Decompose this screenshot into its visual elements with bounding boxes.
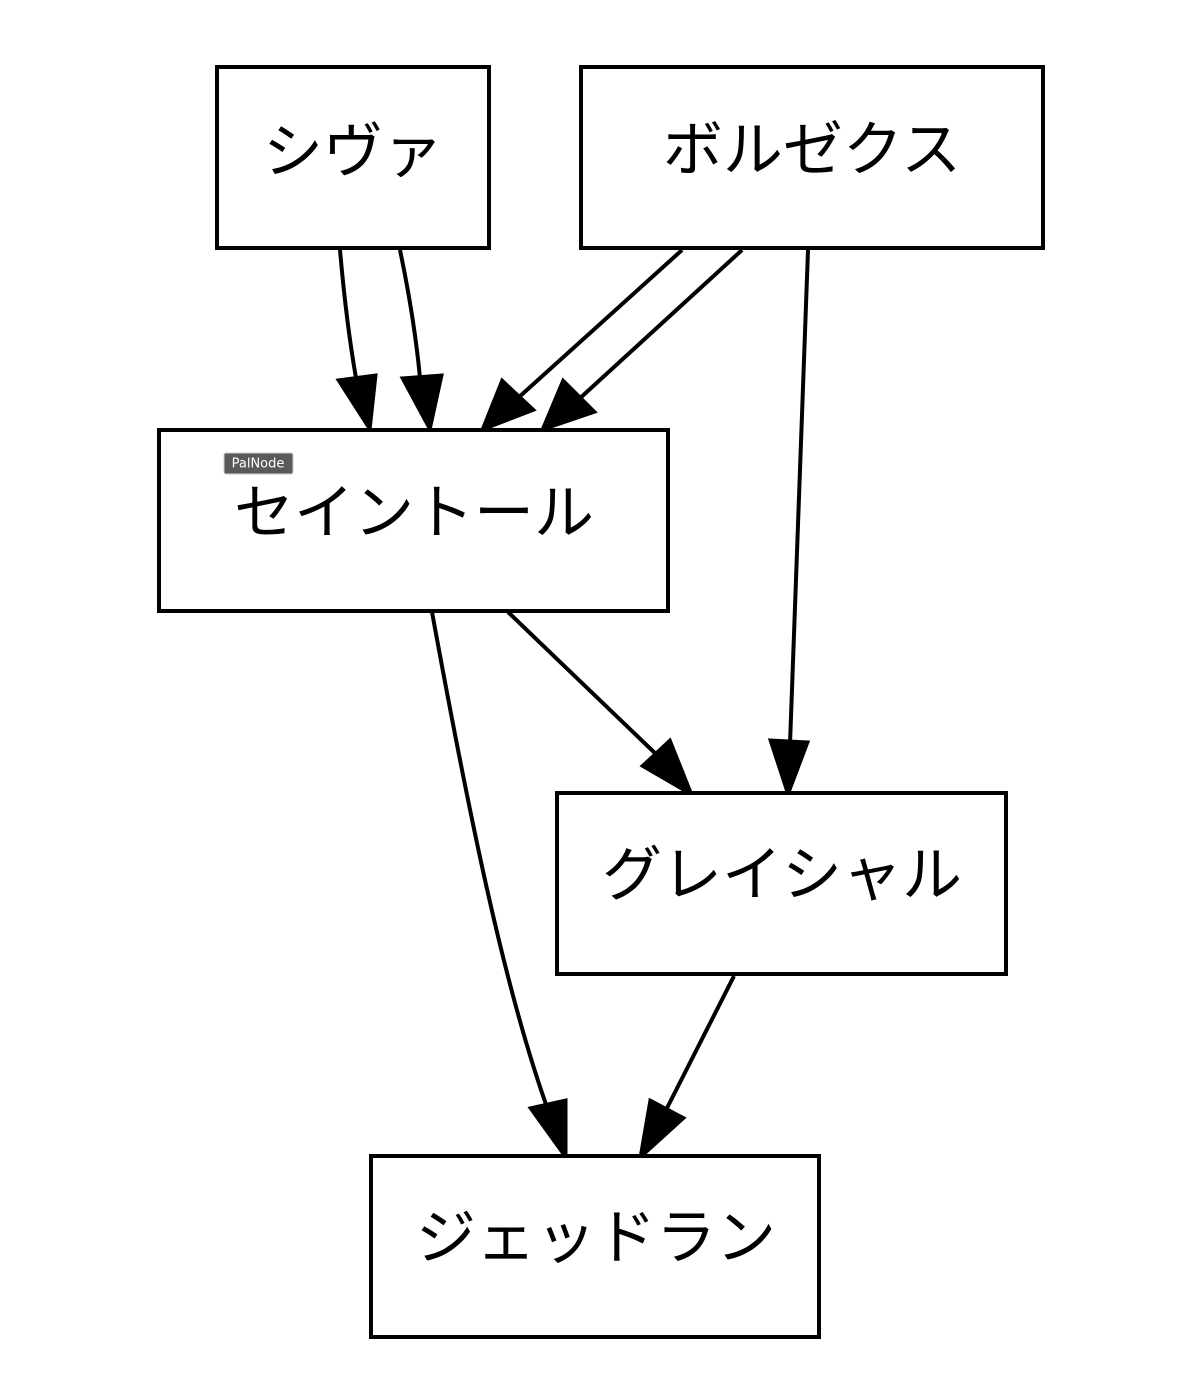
arrowhead-shiva-to-saintorl-1: [335, 373, 378, 435]
node-glacial[interactable]: グレイシャル: [555, 791, 1008, 976]
edge-bolzex-to-saintorl-1: [516, 248, 684, 400]
palnode-badge: PalNode: [223, 452, 294, 475]
node-shiva[interactable]: シヴァ: [215, 65, 491, 250]
badge-box: [223, 452, 294, 475]
node-box: [579, 65, 1045, 250]
node-box: [555, 791, 1008, 976]
arrowhead-glacial-to-jadran: [637, 1097, 687, 1163]
edge-shiva-to-saintorl-1: [338, 249, 358, 379]
arrowhead-bolzex-to-glacial: [767, 738, 811, 800]
node-label: ボルゼクス: [663, 116, 961, 186]
node-jadran[interactable]: ジェッドラン: [369, 1154, 821, 1339]
edge-bolzex-to-glacial: [788, 249, 810, 745]
arrowhead-saintorl-to-glacial: [639, 737, 696, 799]
edge-bolzex-to-saintorl-2: [576, 248, 744, 402]
edge-saintorl-to-glacial: [506, 610, 660, 758]
arrowhead-saintorl-to-jadran: [527, 1098, 568, 1163]
arrowheads: [335, 373, 811, 1163]
node-bolzex[interactable]: ボルゼクス: [579, 65, 1045, 250]
node-label: セイントール: [234, 479, 594, 549]
edges: [338, 248, 810, 1111]
edge-shiva-to-saintorl-2: [398, 249, 422, 379]
edge-glacial-to-jadran: [664, 975, 736, 1111]
node-label: シヴァ: [263, 118, 443, 188]
edge-saintorl-to-jadran: [430, 611, 550, 1111]
badge-label: PalNode: [232, 457, 285, 472]
node-box: [369, 1154, 821, 1339]
arrowhead-bolzex-to-saintorl-2: [539, 377, 598, 433]
node-label: ジェッドラン: [416, 1204, 776, 1274]
node-box: [215, 65, 491, 250]
arrowhead-bolzex-to-saintorl-1: [479, 377, 537, 433]
arrowhead-shiva-to-saintorl-2: [399, 373, 444, 435]
node-label: グレイシャル: [602, 841, 962, 911]
